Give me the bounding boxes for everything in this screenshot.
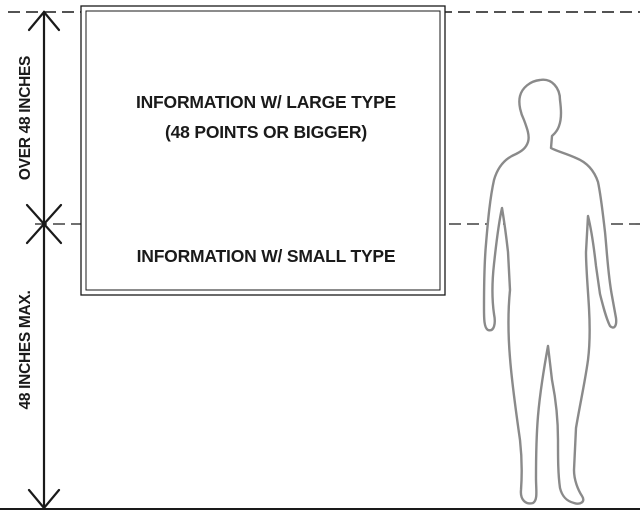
small-type-label: INFORMATION W/ SMALL TYPE	[137, 246, 396, 266]
large-type-heading: INFORMATION W/ LARGE TYPE	[136, 92, 396, 112]
48-inches-max-label: 48 INCHES MAX.	[17, 291, 34, 410]
large-type-subheading: (48 POINTS OR BIGGER)	[165, 122, 367, 142]
over-48-inches-label: OVER 48 INCHES	[17, 56, 34, 180]
human-figure-outline	[484, 80, 616, 504]
